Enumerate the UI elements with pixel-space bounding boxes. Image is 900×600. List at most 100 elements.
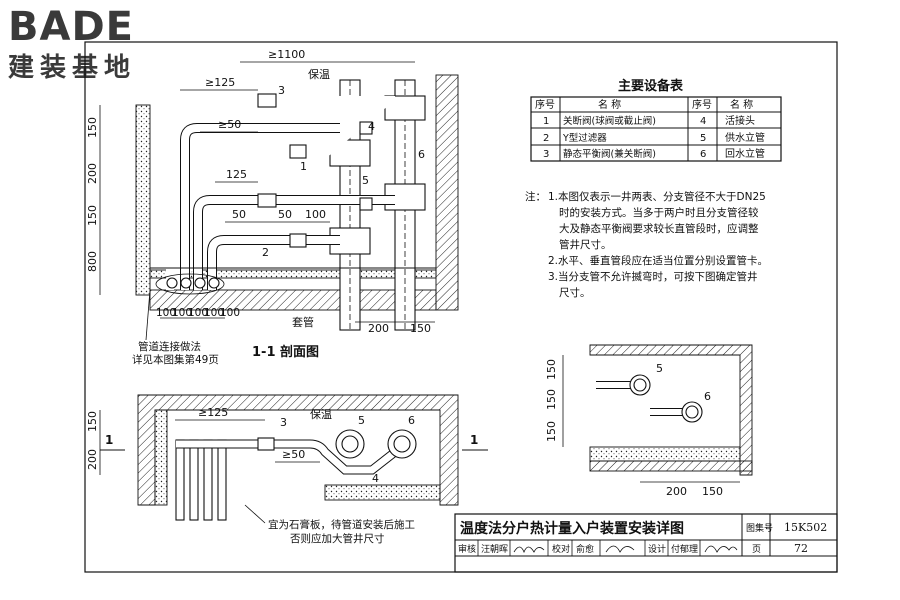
callout-4: 4 <box>368 120 375 133</box>
brand-name: BADE <box>8 4 134 50</box>
riser-dim-1: 200 <box>368 322 389 335</box>
dim-125-a: ≥125 <box>205 76 235 89</box>
section-caption: 1-1 剖面图 <box>252 344 319 360</box>
table-title: 主要设备表 <box>618 78 684 94</box>
row1-name2: 活接头 <box>725 114 755 127</box>
header-no-1: 序号 <box>535 98 555 111</box>
row3-name2: 回水立管 <box>725 147 765 160</box>
row3-no2: 6 <box>700 149 706 160</box>
plan-callout-6: 6 <box>408 414 415 427</box>
riser-dim-2: 150 <box>410 322 431 335</box>
plan-small-callout-6: 6 <box>704 390 711 403</box>
brand-logo: BADE 建装基地 <box>8 4 136 83</box>
atlas-number: 15K502 <box>784 521 827 534</box>
small-left-dim-3: 150 <box>545 421 558 442</box>
brand-subtitle: 建装基地 <box>8 53 136 83</box>
note-connection-2: 详见本图集第49页 <box>132 353 219 366</box>
bottom-dim-3: 100 <box>188 307 208 319</box>
plan-callout-5: 5 <box>358 414 365 427</box>
plan-view: ≥125 ≥50 150 200 保温 1 1 3 5 6 4 宜为石膏板，待管… <box>86 394 488 545</box>
small-left-dim-1: 150 <box>545 359 558 380</box>
callout-5: 5 <box>362 174 369 187</box>
row3-name1: 静态平衡阀(兼关断阀) <box>563 148 656 160</box>
plan-note-2: 否则应加大管井尺寸 <box>290 532 385 545</box>
row2-name2: 供水立管 <box>725 131 765 144</box>
row2-name1: Y型过滤器 <box>562 132 607 144</box>
bottom-dim-2: 100 <box>172 307 192 319</box>
dim-50-c: 50 <box>278 208 292 221</box>
right-wall <box>435 74 459 311</box>
plan-callout-3: 3 <box>280 416 287 429</box>
plan-dim-125: ≥125 <box>198 406 228 419</box>
row1-no1: 1 <box>543 116 549 127</box>
dim-50-a: ≥50 <box>218 118 241 131</box>
callout-2: 2 <box>262 246 269 259</box>
design-label: 设计 <box>648 543 666 555</box>
equipment-table: 主要设备表 序号 名 称 序号 名 称 1 关断阀(球阀或截止阀) 4 活接头 … <box>530 78 782 162</box>
label-insulation: 保温 <box>308 67 330 81</box>
bottom-dim-4: 100 <box>204 307 224 319</box>
reviewer-signature <box>513 546 545 554</box>
plan-small-callout-5: 5 <box>656 362 663 375</box>
note-connection-1: 管道连接做法 <box>138 340 201 353</box>
header-name-1: 名 称 <box>598 98 621 111</box>
notes-prefix: 注： <box>525 190 546 203</box>
dim-top: ≥1100 <box>268 48 305 61</box>
callout-1: 1 <box>300 160 307 173</box>
left-dim-3: 150 <box>86 205 99 226</box>
small-left-dim-2: 150 <box>545 389 558 410</box>
small-bottom-dim-1: 200 <box>666 485 687 498</box>
left-dim-2: 200 <box>86 163 99 184</box>
row2-no2: 5 <box>700 133 706 144</box>
checker-name: 俞愈 <box>576 543 594 555</box>
header-no-2: 序号 <box>692 98 712 111</box>
note-line-4: 管井尺寸。 <box>559 238 612 251</box>
callout-3: 3 <box>278 84 285 97</box>
section-mark-right: 1 <box>470 433 478 447</box>
left-wall <box>135 104 151 296</box>
plan-label-insulation: 保温 <box>310 407 332 421</box>
dim-125-b: 125 <box>226 168 247 181</box>
note-line-3: 大及静态平衡阀要求较长直管段时，应调整 <box>559 222 759 235</box>
note-line-7: 尺寸。 <box>559 286 591 299</box>
row2-no1: 2 <box>543 133 549 144</box>
review-label: 审核 <box>458 543 476 555</box>
row1-name1: 关断阀(球阀或截止阀) <box>563 115 656 127</box>
note-line-2: 时的安装方式。当多于两户时且分支管径较 <box>559 206 759 219</box>
plan-dim-50: ≥50 <box>282 448 305 461</box>
label-sleeve: 套管 <box>292 315 314 329</box>
bottom-dim-1: 100 <box>156 307 176 319</box>
designer-signature <box>704 545 738 553</box>
page-number: 72 <box>794 542 808 555</box>
section-mark-left: 1 <box>105 433 113 447</box>
dim-100: 100 <box>305 208 326 221</box>
note-line-5: 2.水平、垂直管段应在适当位置分别设置管卡。 <box>548 254 768 267</box>
section-view: ≥1100 ≥125 ≥50 125 50 50 100 150 200 150… <box>86 48 459 366</box>
plan-callout-4: 4 <box>372 472 379 485</box>
dim-50-b: 50 <box>232 208 246 221</box>
left-dim-1: 150 <box>86 117 99 138</box>
note-line-6: 3.当分支管不允许揻弯时，可按下图确定管井 <box>548 270 758 283</box>
check-label: 校对 <box>552 543 570 555</box>
plan-left-dim-1: 150 <box>86 411 99 432</box>
designer-name: 付郁理 <box>671 543 698 555</box>
small-plan: 5 6 150 150 150 200 150 <box>545 344 753 498</box>
atlas-label: 图集号 <box>746 522 773 534</box>
bottom-dim-5: 100 <box>220 307 240 319</box>
title-block: 温度法分户热计量入户装置安装详图 图集号 15K502 审核 汪朝晖 校对 俞愈… <box>454 513 838 573</box>
page-label: 页 <box>752 544 761 555</box>
drawing-title: 温度法分户热计量入户装置安装详图 <box>460 520 684 537</box>
checker-signature <box>605 545 635 553</box>
callout-6: 6 <box>418 148 425 161</box>
reviewer-name: 汪朝晖 <box>481 544 508 555</box>
note-line-1: 1.本图仅表示一井两表、分支管径不大于DN25 <box>548 190 766 203</box>
plan-left-dim-2: 200 <box>86 449 99 470</box>
left-dim-4: 800 <box>86 251 99 272</box>
floor-slab <box>149 289 437 311</box>
row1-no2: 4 <box>700 116 706 127</box>
notes: 注： 1.本图仅表示一井两表、分支管径不大于DN25 时的安装方式。当多于两户时… <box>525 190 768 299</box>
row3-no1: 3 <box>543 149 549 160</box>
header-name-2: 名 称 <box>730 98 753 111</box>
plan-note-1: 宜为石膏板，待管道安装后施工 <box>268 518 415 531</box>
